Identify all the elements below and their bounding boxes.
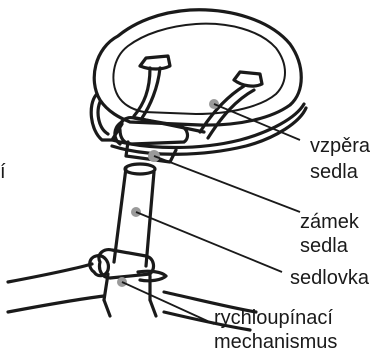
label-quick-release: rychloupínací mechanismus [214,307,339,351]
label-seat-clamp: zámek sedla [300,211,364,257]
label-seatpost: sedlovka [290,267,370,289]
label-seat-clamp-line2: sedla [300,235,349,257]
leader-seat-clamp [154,156,300,212]
label-saddle-rails: vzpěra sedla [310,135,376,183]
label-saddle-rails-line1: vzpěra [310,135,371,157]
edge-text-fragment: í [0,161,6,183]
label-quick-release-line2: mechanismus [214,331,337,351]
leader-quick-release [122,282,214,324]
label-saddle-rails-line2: sedla [310,161,359,183]
leader-seatpost [136,212,282,272]
label-seat-clamp-line1: zámek [300,211,360,233]
label-quick-release-line1: rychloupínací [214,307,333,329]
quick-release-mechanism [90,250,166,316]
